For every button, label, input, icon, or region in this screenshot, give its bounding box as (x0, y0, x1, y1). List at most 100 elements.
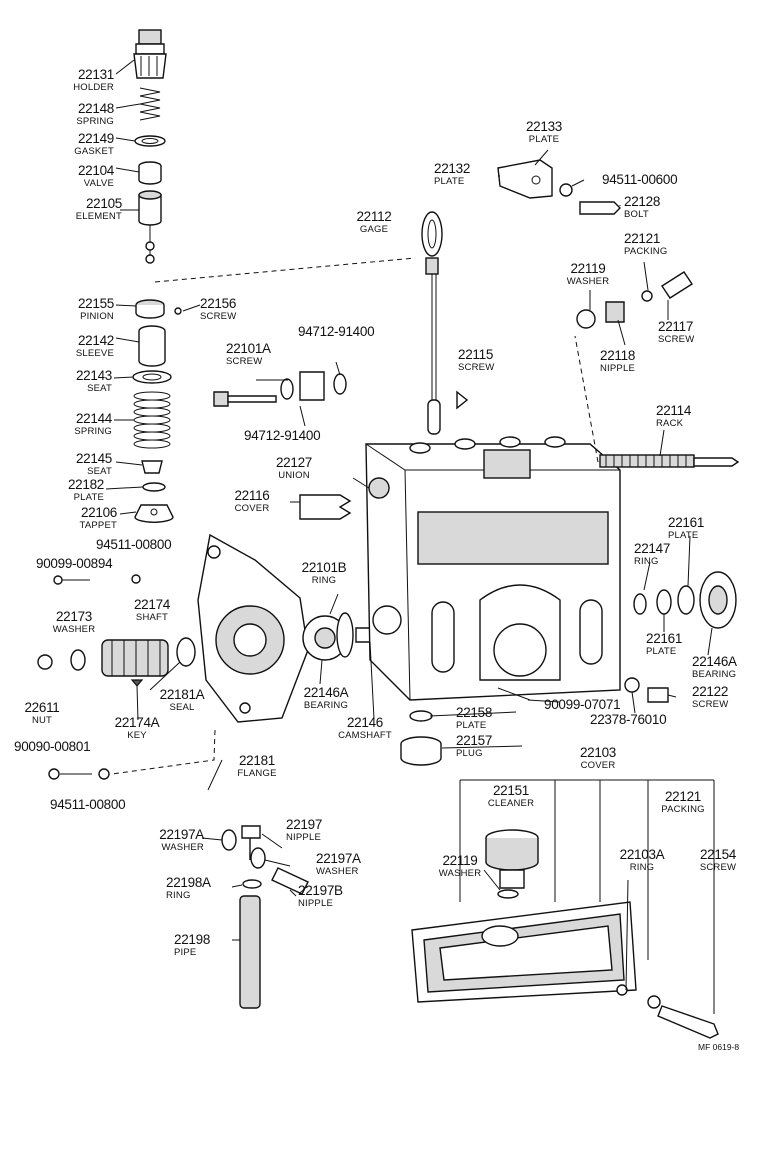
part-name: HOLDER (73, 81, 114, 93)
plate-22182-drawing (142, 482, 166, 492)
part-number: 22106 (80, 505, 117, 520)
washer-94511c-drawing (559, 183, 573, 197)
part-number: 22133 (525, 119, 563, 134)
label-94511-00800-b: 94511-00800 (50, 797, 126, 812)
part-name: BOLT (624, 208, 649, 220)
part-name: PIPE (174, 946, 197, 958)
part-name: KEY (127, 729, 147, 741)
bearing-22146A-drawing (302, 615, 348, 661)
label-90099-00894: 90099-00894 (36, 556, 113, 571)
gage-drawing (421, 211, 443, 435)
part-name: SEAT (87, 382, 112, 394)
part-name: PACKING (624, 245, 668, 257)
ring-22101B-drawing (336, 612, 354, 658)
part-name: SPRING (74, 425, 112, 437)
label-90099-07071: 90099-07071 (544, 697, 621, 712)
part-name: PLATE (668, 529, 699, 541)
gasket-drawing (134, 135, 166, 147)
part-number: 22151 (492, 783, 530, 798)
washer-22119-drawing (576, 309, 596, 329)
part-number: 22117 (658, 319, 694, 334)
flange-drawing (197, 533, 309, 723)
part-number: 22121 (624, 231, 661, 246)
part-name: TAPPET (79, 519, 117, 531)
part-number: 22119 (570, 261, 606, 276)
part-number: 22161 (646, 631, 683, 646)
part-number: 22198 (174, 932, 211, 947)
part-number: 22116 (234, 488, 270, 503)
part-name: BEARING (692, 668, 737, 680)
part-name: VALVE (83, 177, 114, 189)
part-number: 22105 (85, 196, 122, 211)
nipple-22118-drawing (605, 301, 625, 323)
ring-94712b-drawing (333, 373, 347, 395)
part-number: 22157 (456, 733, 493, 748)
screw-22115-drawing (456, 390, 469, 410)
part-name: PLATE (73, 491, 104, 503)
plug-drawing (400, 736, 442, 766)
part-name: SCREW (699, 861, 737, 873)
part-number: 22158 (456, 705, 493, 720)
part-number: 22114 (656, 403, 692, 418)
plate-22158-drawing (409, 710, 433, 722)
part-number: 22181A (159, 687, 205, 702)
part-number: 22197A (316, 851, 361, 866)
washer-22173-drawing (70, 649, 86, 671)
part-name: WASHER (316, 865, 359, 877)
part-name: CLEANER (487, 797, 535, 809)
part-number: 22121 (664, 789, 702, 804)
seal-drawing (176, 637, 196, 667)
part-name: PLATE (646, 645, 677, 657)
label-94511-00800-a: 94511-00800 (96, 537, 172, 552)
packing-22121b-drawing (647, 995, 661, 1009)
part-number: 22144 (75, 411, 112, 426)
part-number: 22122 (692, 684, 729, 699)
ring-22147-drawing (633, 593, 647, 615)
part-name: PLATE (434, 175, 465, 187)
washer-22197Ab-drawing (250, 847, 266, 869)
screw-90099b-drawing (497, 687, 531, 701)
part-number: 22148 (77, 101, 114, 116)
ring-22103A-drawing (616, 984, 628, 996)
part-number: 22118 (600, 348, 636, 363)
drawing-code: MF 0619-8 (698, 1042, 740, 1052)
pipe-drawing (239, 895, 261, 1009)
part-name: PLATE (456, 719, 487, 731)
part-number: 22197B (298, 883, 343, 898)
part-name: RING (166, 889, 191, 901)
key-drawing (130, 679, 144, 687)
rack-drawing (599, 454, 740, 468)
screw-90090-drawing (48, 768, 60, 780)
part-number: 22127 (275, 455, 313, 470)
part-number: 22197A (159, 827, 204, 842)
